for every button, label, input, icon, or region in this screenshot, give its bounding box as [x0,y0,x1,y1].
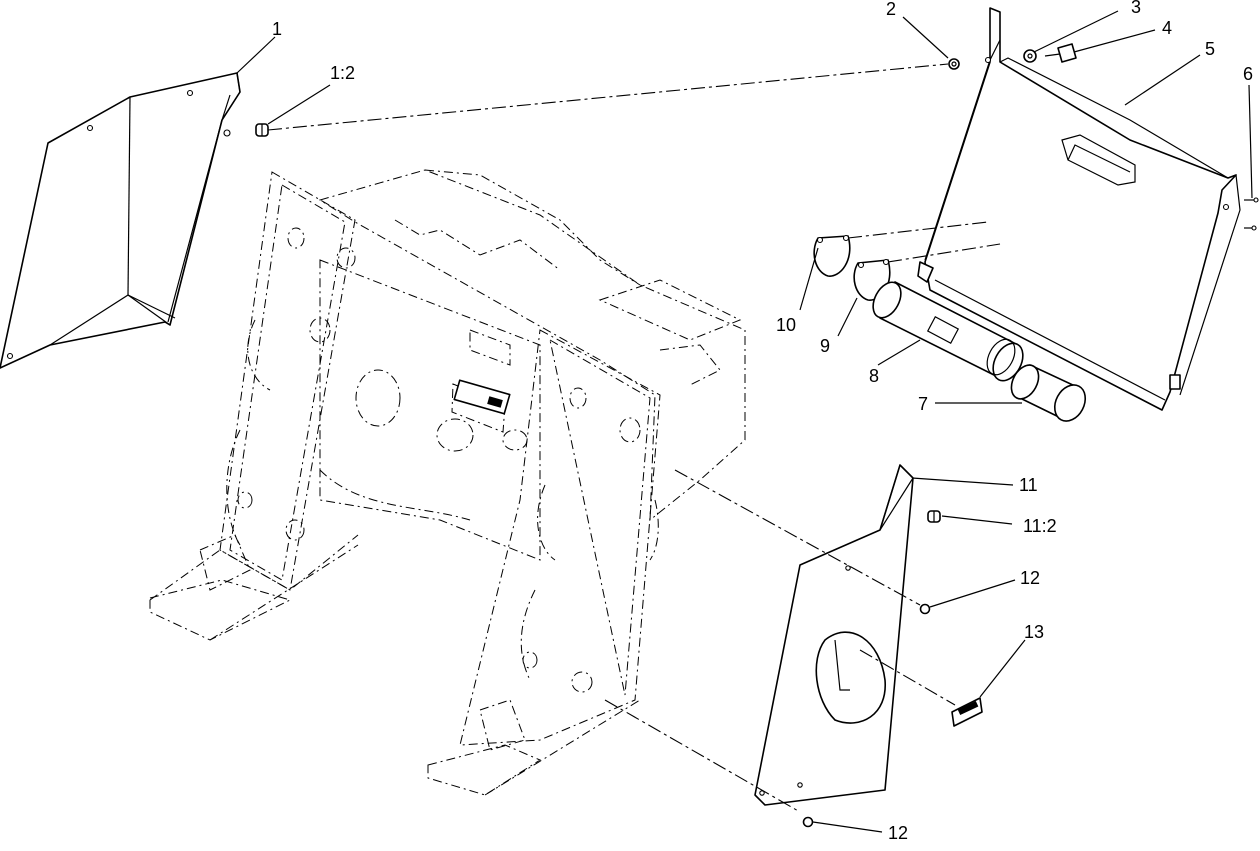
part-4-bolt [1044,43,1077,63]
assembly-line-11 [674,469,921,606]
part-2-washer [948,58,960,70]
assembly-line-9 [887,243,1001,263]
part-11-2-fastener [927,510,941,523]
part-3-washer [1023,49,1037,63]
callout-12-lower: 12 [888,823,908,843]
main-frame-reference [149,169,746,796]
callout-9: 9 [820,336,830,356]
part-1-2-fastener [255,123,269,137]
part-1-left-shroud [0,72,241,369]
callout-4: 4 [1162,18,1172,38]
callout-11: 11 [1019,475,1038,495]
part-6-screws [1244,197,1259,231]
callout-3: 3 [1131,0,1141,17]
part-7-sleeve [1010,364,1087,422]
part-8-tube [872,281,1024,382]
part-12-nut-upper [919,603,931,615]
callout-7: 7 [918,394,928,414]
callout-11-2: 11:2 [1023,516,1057,536]
callout-6: 6 [1243,64,1253,84]
part-11-lower-shroud [754,464,914,806]
assembly-line-1-2 [267,63,949,131]
callout-12-upper: 12 [1020,568,1040,588]
callout-5: 5 [1205,39,1215,59]
callout-1: 1 [272,19,282,39]
part-13-decal [951,697,983,727]
callout-1-2: 1:2 [330,63,355,83]
callout-13: 13 [1024,622,1044,642]
assembly-line-10 [847,221,989,239]
part-5-right-shroud [917,7,1241,411]
callout-8: 8 [869,366,879,386]
part-12-nut-lower [802,816,814,828]
part-10-clamp [813,234,851,277]
callout-10: 10 [776,315,796,335]
callout-2: 2 [886,0,896,19]
assembly-line-12b [604,699,801,813]
assembly-line-13 [859,649,956,706]
leader-lines [236,10,1253,833]
